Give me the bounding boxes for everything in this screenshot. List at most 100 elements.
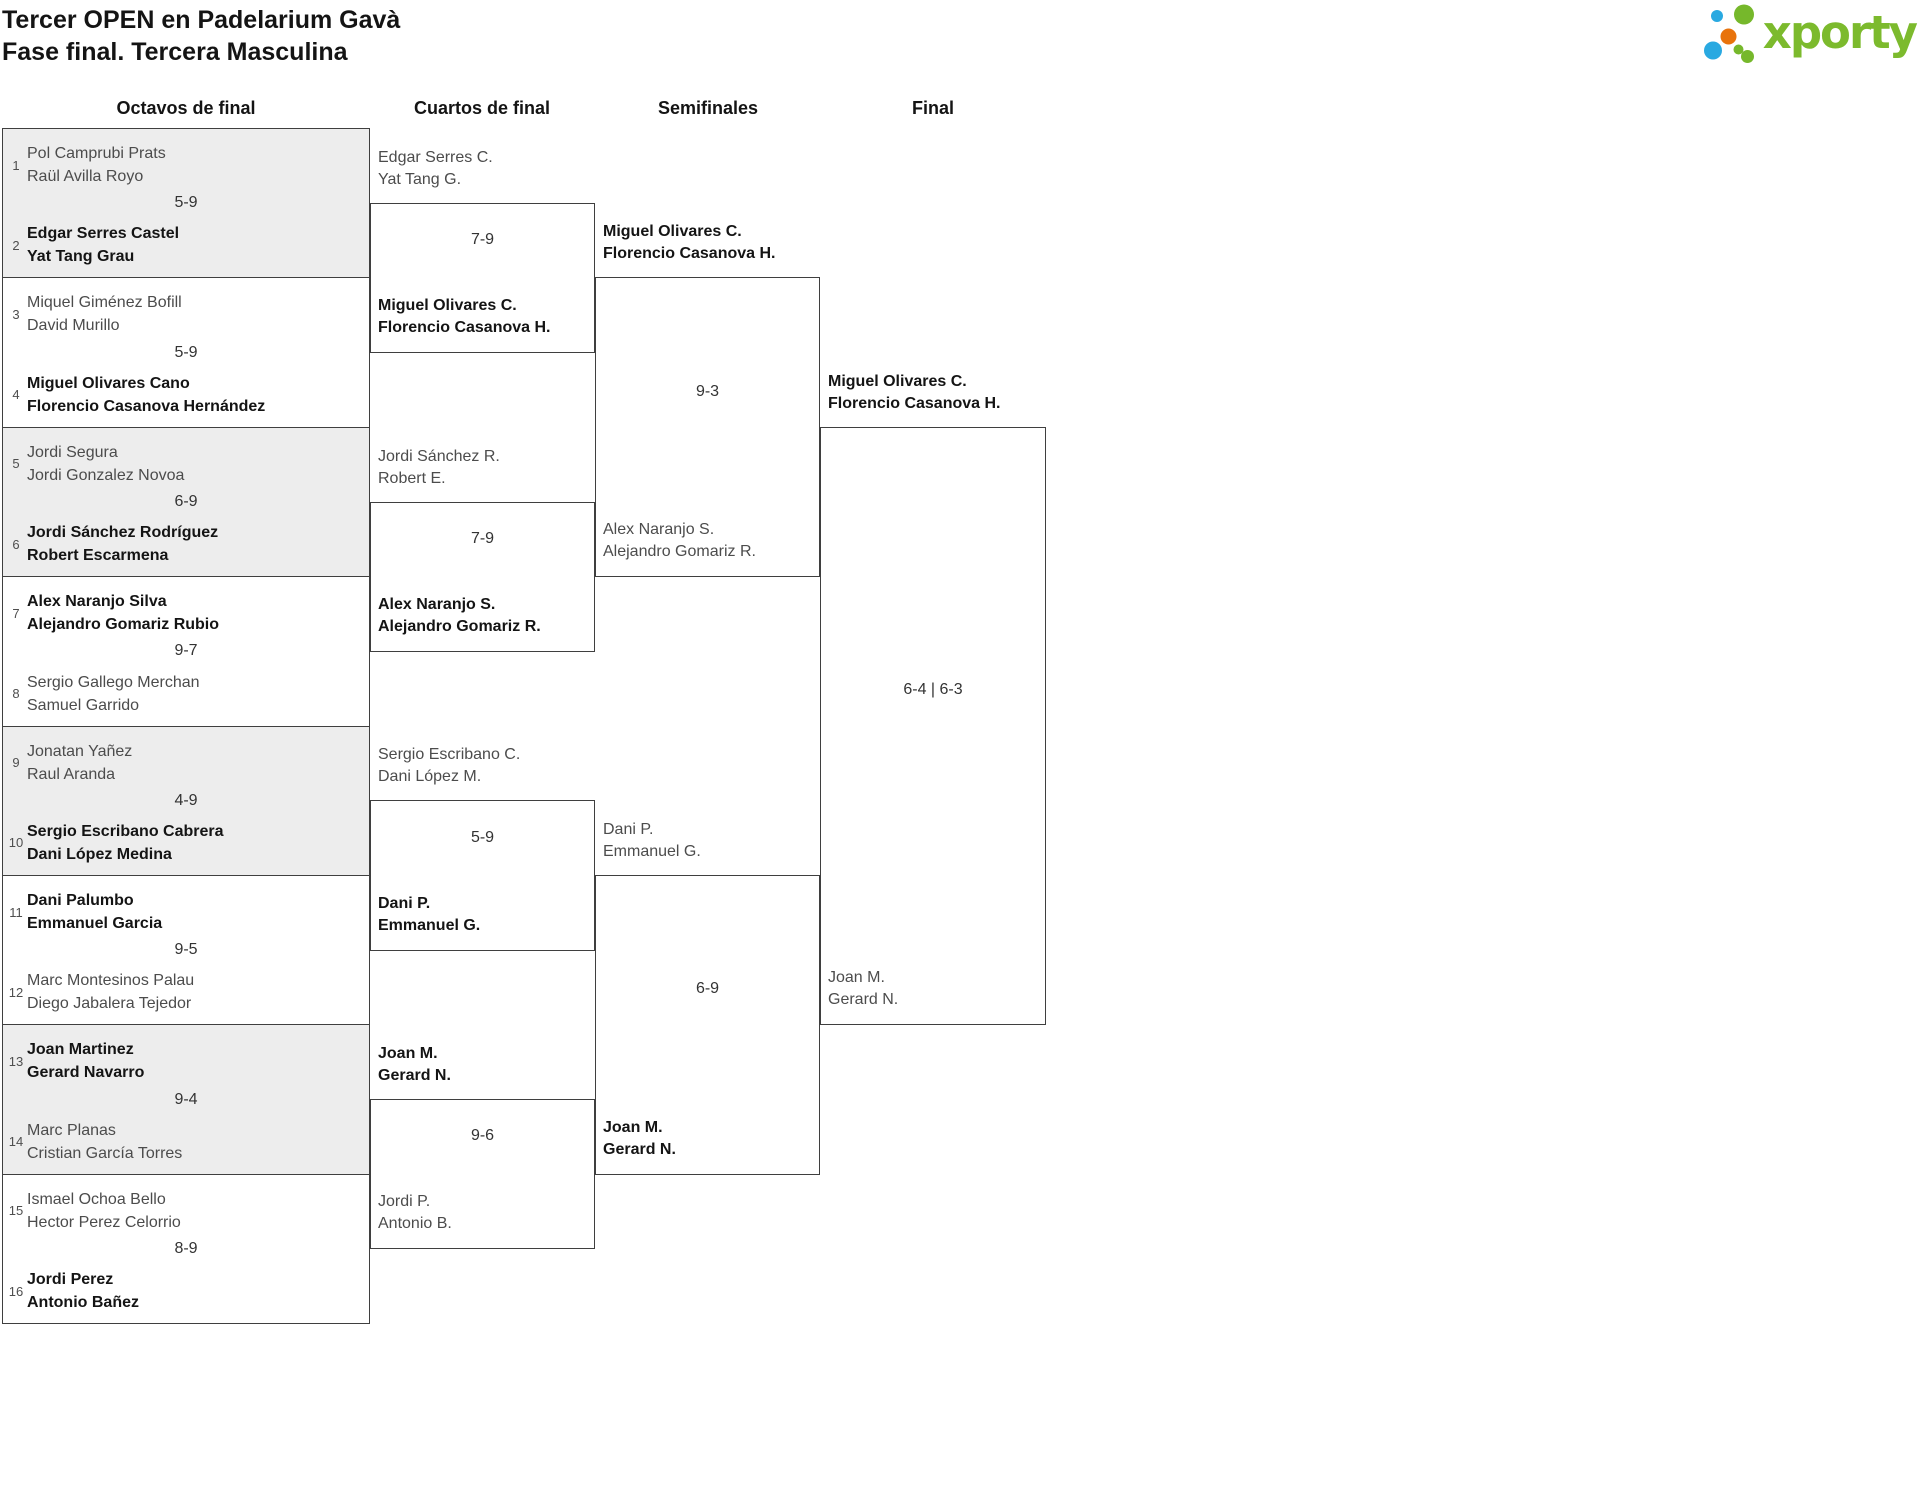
cuartos-match-3[interactable]: Sergio Escribano C.Dani López M.Dani P.E…	[370, 746, 595, 951]
match-score: 9-7	[174, 642, 198, 660]
player-name: Joan Martinez	[27, 1041, 134, 1059]
round-header-semifinales: Semifinales	[657, 98, 759, 118]
team-label: Edgar Serres C. Yat Tang G.	[378, 147, 493, 191]
player-name: Pol Camprubi Prats	[27, 145, 166, 162]
player-name: Cristian García Torres	[27, 1144, 183, 1162]
team-label: Dani P. Emmanuel G.	[378, 893, 480, 937]
team-label: Dani P.Emmanuel G.	[603, 819, 701, 863]
player-name: Yat Tang G.	[378, 170, 462, 188]
player-name: Miguel Olivares C.	[603, 223, 742, 241]
seed-number: 15	[8, 1203, 24, 1219]
match-score: 9-5	[174, 941, 198, 959]
seed-number: 9	[12, 755, 20, 771]
player-name: Florencio Casanova H.	[378, 319, 551, 337]
match-score: 7-9	[470, 231, 495, 249]
player-name: Jordi P.	[378, 1193, 431, 1211]
player-name: Alejandro Gomariz R.	[378, 617, 541, 635]
player-name: Gerard N.	[378, 1067, 451, 1085]
player-name: Emmanuel G.	[603, 843, 701, 860]
player-name: Joan M.	[603, 1118, 663, 1136]
team-label: Joan M. Gerard N.	[828, 967, 898, 1011]
cuartos-match-1[interactable]: Edgar Serres C. Yat Tang G. Miguel Olivare…	[370, 149, 595, 354]
match-score: 4-9	[174, 791, 198, 809]
player-name: Joan M.	[828, 969, 885, 987]
page-title: Tercer OPEN en Padelarium Gavà Fase fina…	[2, 4, 400, 68]
match-score: 6-9	[695, 980, 720, 998]
player-name: Antonio Bañez	[27, 1294, 139, 1312]
player-name: Miquel Giménez Bofill	[27, 294, 182, 312]
seed-number: 10	[8, 835, 24, 851]
player-name: Jordi Sánchez Rodríguez	[27, 524, 219, 542]
semifinales-match-2[interactable]: Dani P.Emmanuel G. Joan M. Gerard N. 6-9	[595, 821, 820, 1175]
seed-number: 13	[8, 1053, 24, 1069]
player-name: David Murillo	[27, 317, 120, 335]
seed-number: 5	[12, 456, 20, 472]
xporty-logo[interactable]: xporty	[1698, 2, 1918, 64]
semifinales-match-1[interactable]: Miguel Olivares C.Florencio Casanova H.A…	[595, 223, 820, 578]
cuartos-match-4[interactable]: Joan M.Gerard N. Jordi P.Antonio B. 9-6	[370, 1045, 595, 1250]
match-score: 5-9	[174, 194, 198, 212]
cuartos-match-2[interactable]: Jordi Sánchez R.Robert E.Alex Naranjo S.…	[370, 448, 595, 652]
player-name: Gerard N.	[828, 991, 899, 1009]
team-label: Miguel Olivares C.Florencio Casanova H.	[378, 295, 551, 339]
tournament-name: Tercer OPEN en Padelarium Gavà	[2, 6, 401, 34]
seed-number: 7	[12, 605, 20, 621]
team-label: Alex Naranjo S.Alejandro Gomariz R.	[603, 519, 756, 563]
player-name: Edgar Serres C.	[378, 148, 493, 166]
player-name: Alex Naranjo S.	[603, 521, 715, 539]
match-score: 6-9	[174, 492, 198, 510]
player-name: Raul Aranda	[27, 765, 116, 783]
player-name: Emmanuel G.	[378, 916, 481, 934]
player-name: Florencio Casanova H.	[828, 394, 1001, 412]
player-name: Florencio Casanova Hernández	[27, 397, 266, 415]
player-name: Jordi Gonzalez Novoa	[27, 466, 185, 484]
match-score: 9-3	[695, 382, 720, 400]
player-name: Sergio Escribano Cabrera	[27, 822, 224, 840]
seed-number: 6	[12, 536, 20, 552]
seed-number: 12	[8, 984, 24, 1000]
match-score: 9-6	[470, 1127, 495, 1145]
player-name: Miguel Olivares C.	[828, 372, 967, 390]
player-name: Gerard Navarro	[27, 1064, 145, 1082]
player-name: Jordi Segura	[27, 443, 118, 461]
match-score: 6-4 | 6-3	[903, 681, 963, 699]
player-name: Yat Tang Grau	[27, 248, 135, 266]
seed-number: 14	[8, 1134, 24, 1150]
final-match-1[interactable]: Miguel Olivares C. Florencio Casanova H. J…	[820, 373, 1046, 1026]
team-label: Joan M.Gerard N.	[378, 1043, 451, 1087]
team-label: Jordi P.Antonio B.	[378, 1191, 452, 1235]
player-name: Marc Montesinos Palau	[27, 972, 195, 990]
player-name: Gerard N.	[603, 1140, 676, 1158]
player-name: Jordi Sánchez R.	[378, 447, 500, 465]
player-name: Alex Naranjo Silva	[27, 593, 167, 611]
team-label: Miguel Olivares C. Florencio Casanova H.	[828, 371, 1001, 415]
player-name: Dani P.	[378, 894, 431, 912]
match-score: 8-9	[174, 1239, 198, 1257]
